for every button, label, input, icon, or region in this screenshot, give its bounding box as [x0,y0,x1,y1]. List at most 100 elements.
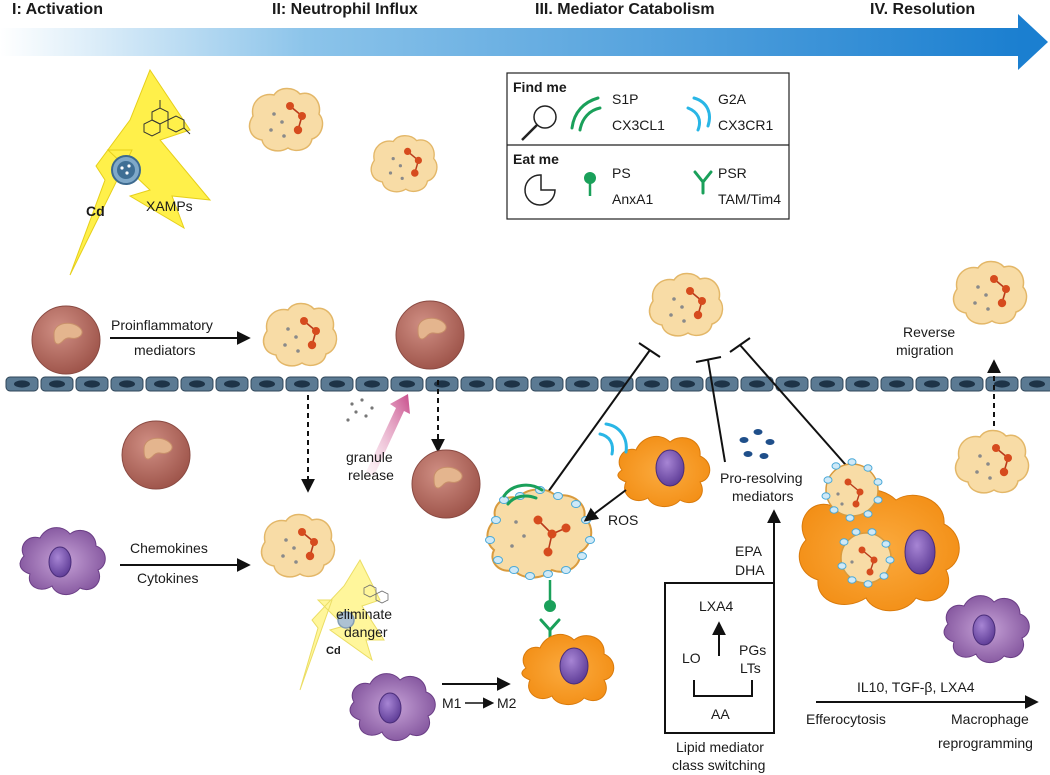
eat-me-pacman-icon [524,174,556,206]
apoptotic-bleb [837,562,847,570]
neutrophil-cell [648,272,724,337]
legend-box: Find me S1P CX3CL1 G2A CX3CR1 Eat me PS … [506,72,790,220]
endothelial-cell [460,376,494,392]
neutrophil-cell [954,429,1030,494]
m1-label: M1 [442,695,462,711]
endothelial-cell [215,376,249,392]
apoptotic-bleb [491,516,501,524]
apoptotic-bleb [823,476,833,484]
magnifier-icon [521,105,557,141]
eat-me-signal-icon [584,172,596,196]
orange-macrophage [617,435,711,508]
apoptotic-bleb [839,538,849,546]
neutrophil-cell [248,87,324,152]
orange-macrophage [521,633,615,706]
epa-label: EPA [735,543,763,559]
endothelial-cell [1020,376,1050,392]
apoptotic-bleb [571,500,581,508]
chemokines-label: Chemokines [130,540,208,556]
apoptotic-bleb [543,570,553,578]
eat-me-signal-1: PS [612,165,631,181]
eat-me-receptor-icon [693,170,713,195]
monocyte-cell [395,300,465,370]
apoptotic-bleb [561,566,571,574]
pro-resolving-molecules [739,429,775,459]
phase-arrow [0,14,1048,70]
apoptotic-bleb [851,528,861,536]
phase-resolution: IV. Resolution [870,1,975,18]
endothelial-cell [810,376,844,392]
cd-label-large: Cd [86,203,105,219]
apoptotic-bleb [493,556,503,564]
find-me-signal-1: S1P [612,91,638,107]
find-me-title: Find me [513,79,567,95]
eat-me-receptor-2: TAM/Tim4 [718,191,781,207]
endothelial-cell [495,376,529,392]
neutrophil-cell [260,513,336,578]
lipid-switch-label-1: Lipid mediator [676,739,764,755]
find-me-signal-icon [502,483,544,506]
apoptotic-bleb [863,510,873,518]
reverse-label: Reverse [903,324,955,340]
endothelial-cell [565,376,599,392]
endothelial-cell [985,376,1019,392]
phase-activation: I: Activation [12,1,103,18]
lightning-small [299,558,389,691]
apoptotic-bleb [485,536,495,544]
apoptotic-bleb [847,458,857,466]
eat-me-receptor-1: PSR [718,165,747,181]
il10-label: IL10, TGF-β, LXA4 [857,679,975,695]
apoptotic-bleb [885,556,895,564]
apoptotic-bleb [847,576,857,584]
inhibition-lines [547,337,853,493]
endothelial-cell [250,376,284,392]
eliminate-label: eliminate [336,606,392,622]
apoptotic-bleb [821,492,831,500]
endothelial-cell [320,376,354,392]
lipid-switch-label-2: class switching [672,757,765,773]
neutrophil-cell [370,134,438,193]
monocyte-cell [411,449,481,519]
endothelial-cell [5,376,39,392]
find-me-signal-2: CX3CL1 [612,117,665,133]
granule-label: granule [346,449,393,465]
aa-label: AA [711,706,730,722]
endothelial-cell [670,376,704,392]
apoptotic-bleb [553,492,563,500]
apoptotic-bleb [585,536,595,544]
phase-neutrophil-influx: II: Neutrophil Influx [272,1,418,18]
endothelial-cell [390,376,424,392]
reprogramming-label: reprogramming [938,735,1033,751]
pro-resolving-mediators-label: mediators [732,488,793,504]
endothelial-cell [950,376,984,392]
efferocytic-macrophage [798,458,960,612]
endothelial-cell [635,376,669,392]
pro-resolving-label: Pro-resolving [720,470,802,486]
monocyte-cell [31,305,101,375]
cd-label-small: Cd [326,645,341,657]
apoptotic-neutrophil [485,486,595,580]
cytokines-label: Cytokines [137,570,198,586]
ros-label: ROS [608,512,638,528]
neutrophil-cell [952,260,1028,325]
neutrophil-cell [262,302,338,367]
apoptotic-bleb [831,462,841,470]
danger-label: danger [344,624,388,640]
endothelial-cell [880,376,914,392]
endothelial-cell [40,376,74,392]
purple-macrophage [19,527,106,596]
endothelial-cell [145,376,179,392]
apoptotic-bleb [881,540,891,548]
xamps-label: XAMPs [146,198,193,214]
purple-macrophage [349,673,436,742]
eat-me-bridge-icon [539,580,561,640]
purple-macrophage [943,595,1030,664]
endothelial-cell [740,376,774,392]
apoptotic-bleb [829,506,839,514]
eat-me-signal-2: AnxA1 [612,191,653,207]
lxa4-label: LXA4 [699,598,733,614]
find-me-signal-icon [570,96,602,132]
granule-release-arrow [346,394,410,476]
